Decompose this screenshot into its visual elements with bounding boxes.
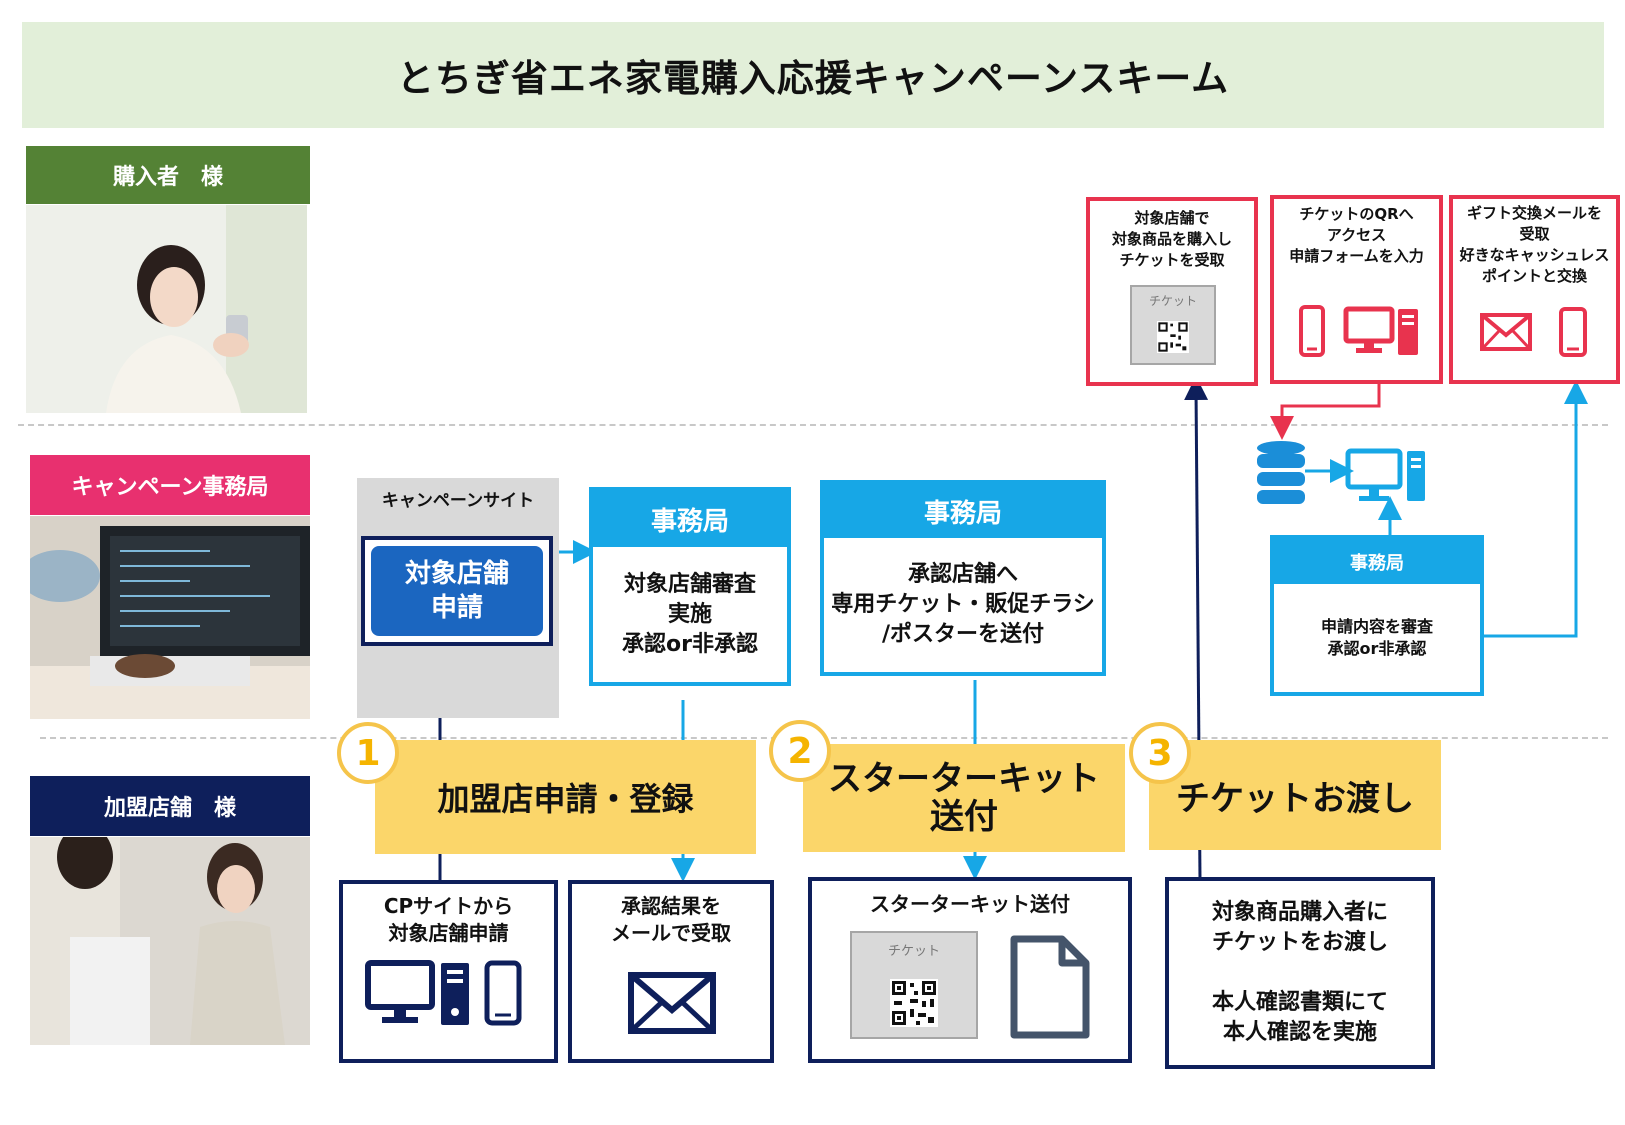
role-office-label: キャンペーン事務局 [30, 455, 310, 515]
ticket-card: チケット [850, 931, 978, 1039]
buyer-gift-box: ギフト交換メールを 受取 好きなキャッシュレス ポイントと交換 [1449, 195, 1620, 384]
office-send-box: 事務局 承認店舗へ 専用チケット・販促チラシ /ポスターを送付 [820, 480, 1106, 676]
ticket-card-small-label: チケット [1148, 293, 1197, 308]
store-apply-box: CPサイトから 対象店舗申請 [339, 880, 558, 1063]
step3-banner: チケットお渡し [1149, 740, 1441, 850]
step1-number: 1 [337, 722, 399, 784]
buyer-buy-text: 対象店舗で 対象商品を購入し チケットを受取 [1111, 208, 1232, 269]
office-review-box: 事務局 対象店舗審査 実施 承認or非承認 [589, 487, 791, 686]
store-kit-box: スターターキット送付 チケット [808, 877, 1132, 1063]
buyer-qr-box: チケットのQRへ アクセス 申請フォームを入力 [1270, 195, 1443, 384]
office-app-box: 事務局 申請内容を審査 承認or非承認 [1270, 535, 1484, 696]
step2-banner: スターターキット 送付 [803, 744, 1125, 852]
qr-code-icon [1157, 321, 1189, 353]
document-icon [1010, 935, 1090, 1039]
smartphone-icon [1299, 305, 1418, 357]
role-store-label: 加盟店舗 様 [30, 776, 310, 836]
buyer-gift-text: ギフト交換メールを 受取 好きなキャッシュレス ポイントと交換 [1459, 204, 1610, 285]
role-buyer-label: 購入者 様 [26, 146, 310, 204]
office-app-head: 事務局 [1274, 539, 1480, 584]
campaign-site-button-frame: 対象店舗 申請 [361, 536, 553, 646]
store-kit-text: スターターキット送付 [870, 891, 1070, 916]
office-review-body: 対象店舗審査 実施 承認or非承認 [622, 571, 758, 657]
store-apply-text: CPサイトから 対象店舗申請 [383, 894, 514, 945]
ticket-card-label: チケット [887, 943, 940, 959]
store-handover-text: 対象商品購入者に チケットをお渡し 本人確認書類にて 本人確認を実施 [1211, 900, 1388, 1045]
step3-number: 3 [1129, 722, 1191, 784]
monitor-icon [365, 960, 522, 1026]
step1-label: 加盟店申請・登録 [437, 780, 694, 818]
campaign-site-label: キャンペーンサイト [381, 490, 535, 511]
ticket-card-small: チケット [1130, 285, 1216, 365]
apply-store-button[interactable]: 対象店舗 申請 [371, 546, 543, 636]
store-photo [30, 837, 310, 1045]
office-send-body: 承認店舗へ 専用チケット・販促チラシ /ポスターを送付 [831, 562, 1095, 647]
step3-label: チケットお渡し [1176, 778, 1414, 819]
office-send-head: 事務局 [824, 484, 1102, 538]
mail-icon [1480, 307, 1587, 357]
buyer-buy-box: 対象店舗で 対象商品を購入し チケットを受取 チケット [1086, 197, 1258, 386]
qr-code-icon [890, 979, 938, 1027]
store-handover-box: 対象商品購入者に チケットをお渡し 本人確認書類にて 本人確認を実施 [1165, 877, 1435, 1069]
store-mail-box: 承認結果を メールで受取 [568, 880, 774, 1063]
buyer-photo [26, 205, 307, 413]
step2-number: 2 [769, 720, 831, 782]
campaign-site-panel: キャンペーンサイト 対象店舗 申請 [357, 478, 559, 718]
step1-banner: 加盟店申請・登録 [375, 740, 756, 854]
monitor-icon [1345, 448, 1427, 504]
office-photo [30, 516, 310, 719]
database-icon [1255, 440, 1307, 506]
lane-divider-top [18, 424, 1608, 426]
store-mail-text: 承認結果を メールで受取 [611, 894, 731, 945]
office-app-body: 申請内容を審査 承認or非承認 [1320, 617, 1433, 658]
office-review-head: 事務局 [593, 491, 787, 547]
buyer-qr-text: チケットのQRへ アクセス 申請フォームを入力 [1289, 204, 1424, 265]
mail-icon [628, 972, 716, 1034]
page-title: とちぎ省エネ家電購入応援キャンペーンスキーム [22, 22, 1604, 128]
